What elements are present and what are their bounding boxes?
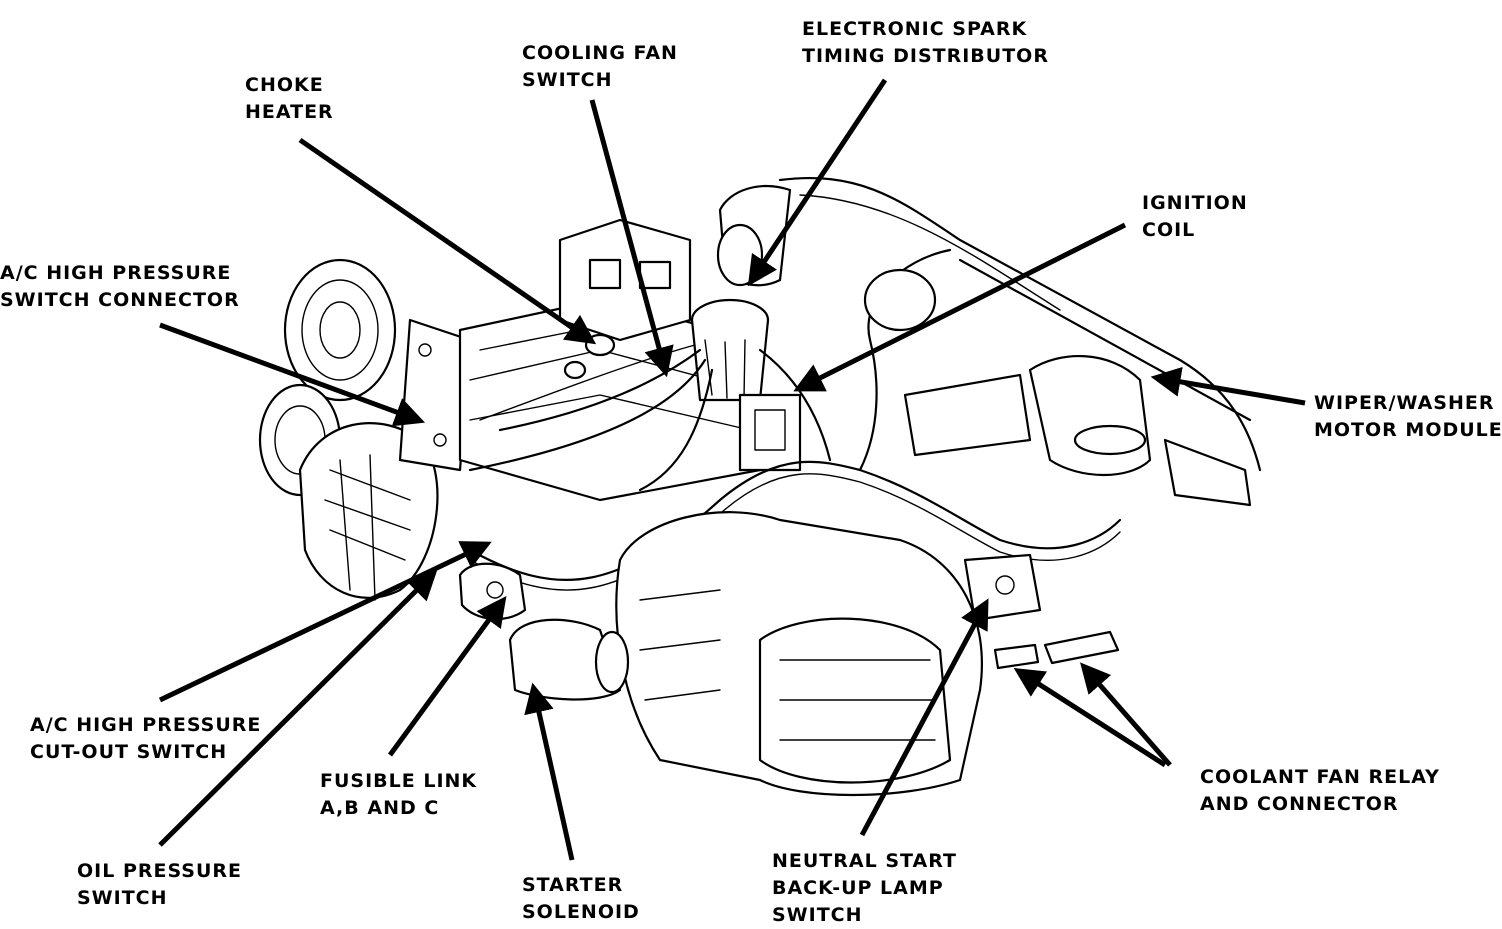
label-line: WIPER/WASHER xyxy=(1314,392,1495,414)
label-line: A/C HIGH PRESSURE xyxy=(0,262,232,284)
label-line: SWITCH xyxy=(77,887,168,909)
label-line: NEUTRAL START xyxy=(772,850,957,872)
arrow-ac-switch-connector xyxy=(159,322,426,427)
arrow-distributor xyxy=(747,78,888,287)
label-line: IGNITION xyxy=(1142,192,1248,214)
label-line: OIL PRESSURE xyxy=(77,860,243,882)
label-neutral-start-back-up-lamp-switch: NEUTRAL START BACK-UP LAMP SWITCH xyxy=(772,848,957,929)
leader-arrows xyxy=(158,78,1306,861)
arrow-choke-heater xyxy=(298,137,597,345)
label-line: ELECTRONIC SPARK xyxy=(802,18,1028,40)
label-line: HEATER xyxy=(245,101,334,123)
arrow-coolant-fan-connector xyxy=(1013,667,1167,768)
label-line: COOLING FAN xyxy=(522,42,678,64)
label-line: COOLANT FAN RELAY xyxy=(1200,766,1440,788)
label-line: A,B AND C xyxy=(320,797,440,819)
arrow-cooling-fan-switch xyxy=(589,99,674,378)
label-line: SOLENOID xyxy=(522,901,640,923)
engine-art xyxy=(258,176,1262,797)
label-wiper-washer-motor-module: WIPER/WASHER MOTOR MODULE xyxy=(1314,390,1502,444)
label-line: SWITCH xyxy=(522,69,613,91)
label-electronic-spark-timing-distributor: ELECTRONIC SPARK TIMING DISTRIBUTOR xyxy=(802,16,1049,70)
label-line: BACK-UP LAMP xyxy=(772,877,944,899)
label-fusible-link: FUSIBLE LINK A,B AND C xyxy=(320,768,477,822)
arrow-ignition-coil xyxy=(793,222,1127,392)
label-line: CUT-OUT SWITCH xyxy=(30,741,228,763)
label-line: STARTER xyxy=(522,874,624,896)
arrow-starter-solenoid xyxy=(524,682,575,861)
label-starter-solenoid: STARTER SOLENOID xyxy=(522,872,640,926)
label-line: MOTOR MODULE xyxy=(1314,419,1502,441)
label-oil-pressure-switch: OIL PRESSURE SWITCH xyxy=(77,858,242,912)
label-line: AND CONNECTOR xyxy=(1200,793,1399,815)
label-ac-high-pressure-switch-connector: A/C HIGH PRESSURE SWITCH CONNECTOR xyxy=(0,260,240,314)
label-line: CHOKE xyxy=(245,74,324,96)
label-cooling-fan-switch: COOLING FAN SWITCH xyxy=(522,40,678,94)
arrow-fusible-link xyxy=(387,595,507,757)
arrow-neutral-start-switch xyxy=(859,598,989,837)
label-ignition-coil: IGNITION COIL xyxy=(1142,190,1248,244)
label-line: COIL xyxy=(1142,219,1196,241)
label-ac-high-pressure-cutout-switch: A/C HIGH PRESSURE CUT-OUT SWITCH xyxy=(30,712,261,766)
label-coolant-fan-relay-and-connector: COOLANT FAN RELAY AND CONNECTOR xyxy=(1200,764,1440,818)
arrow-wiper-module xyxy=(1150,366,1306,406)
label-line: SWITCH xyxy=(772,904,863,926)
label-line: FUSIBLE LINK xyxy=(320,770,478,792)
label-line: TIMING DISTRIBUTOR xyxy=(802,45,1049,67)
arrow-oil-pressure-switch xyxy=(158,569,438,847)
label-line: SWITCH CONNECTOR xyxy=(0,289,240,311)
label-choke-heater: CHOKE HEATER xyxy=(245,72,334,126)
arrow-coolant-fan-relay xyxy=(1080,662,1172,767)
label-line: A/C HIGH PRESSURE xyxy=(30,714,262,736)
